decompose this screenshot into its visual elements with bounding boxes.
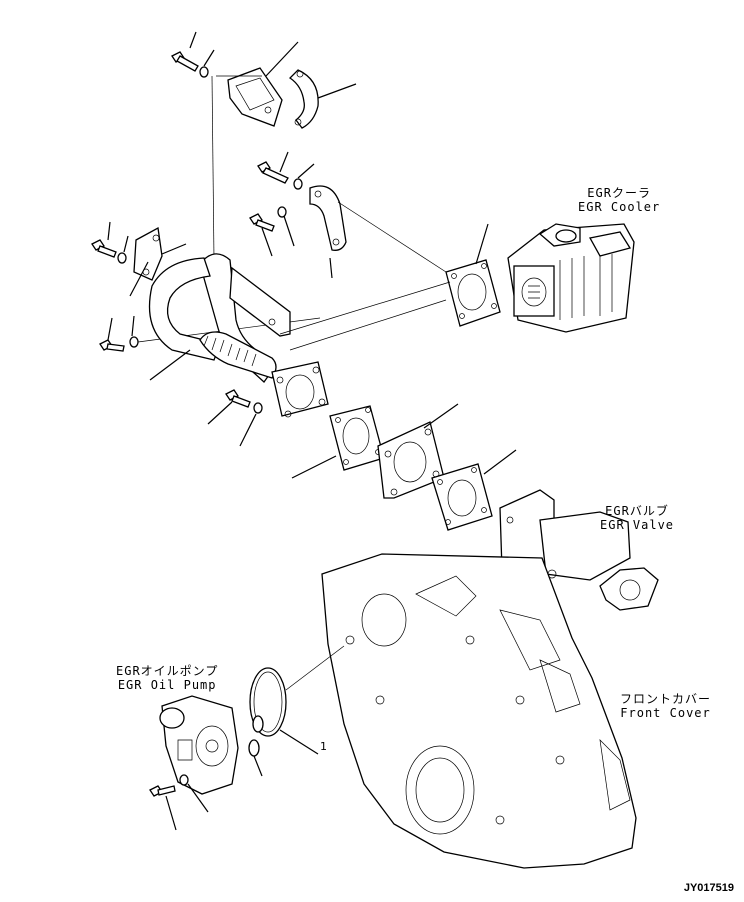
left-bracket	[133, 226, 163, 281]
egr-valve-label-jp: EGRバルブ	[605, 504, 669, 518]
egr-valve	[499, 489, 659, 611]
pump-washer	[179, 774, 189, 786]
front-cover-label-jp: フロントカバー	[620, 692, 712, 706]
mid-washer	[293, 178, 303, 190]
mid-washer-2	[277, 206, 287, 218]
egr-cooler-label-jp: EGRクーラ	[587, 186, 651, 200]
front-cover	[321, 553, 637, 869]
top-washer	[199, 66, 209, 78]
egr-cooler-label-en: EGR Cooler	[578, 200, 661, 214]
gasket-a	[329, 405, 385, 471]
top-bolt	[171, 51, 199, 72]
left-bolt	[91, 239, 117, 258]
pipe-flange	[271, 361, 329, 418]
valve-adapter	[377, 421, 445, 499]
o-ring-small-1	[252, 715, 264, 733]
mid-bolt-2	[249, 213, 275, 232]
gasket-b	[431, 463, 493, 531]
pipe-washer	[253, 402, 263, 414]
callout-number: 1	[320, 740, 327, 753]
drawing-code: JY017519	[683, 882, 734, 894]
o-ring-small-2	[248, 739, 260, 757]
egr-pipe	[148, 253, 291, 383]
egr-oil-pump-label-en: EGR Oil Pump	[117, 678, 217, 692]
egr-oil-pump	[159, 695, 239, 795]
top-bracket	[227, 67, 283, 127]
egr-oil-pump-label-jp: EGRオイルポンプ	[116, 664, 219, 678]
egr-oil-pump-label: EGRオイルポンプ EGR Oil Pump	[116, 664, 218, 692]
low-left-bolt	[99, 339, 125, 352]
top-clamp	[288, 69, 319, 129]
egr-valve-label: EGRバルブ EGR Valve	[600, 504, 674, 532]
mid-bolt	[257, 161, 289, 184]
front-cover-label: フロントカバー Front Cover	[620, 692, 711, 720]
front-cover-label-en: Front Cover	[620, 706, 711, 720]
egr-cooler	[507, 223, 635, 333]
low-left-washer	[129, 336, 139, 348]
cooler-gasket	[445, 259, 501, 327]
pump-bolt	[149, 785, 176, 797]
left-washer	[117, 252, 127, 264]
egr-cooler-label: EGRクーラ EGR Cooler	[578, 186, 660, 214]
egr-valve-label-en: EGR Valve	[600, 518, 675, 532]
mid-clamp	[309, 185, 347, 251]
pipe-bolt	[225, 389, 251, 408]
